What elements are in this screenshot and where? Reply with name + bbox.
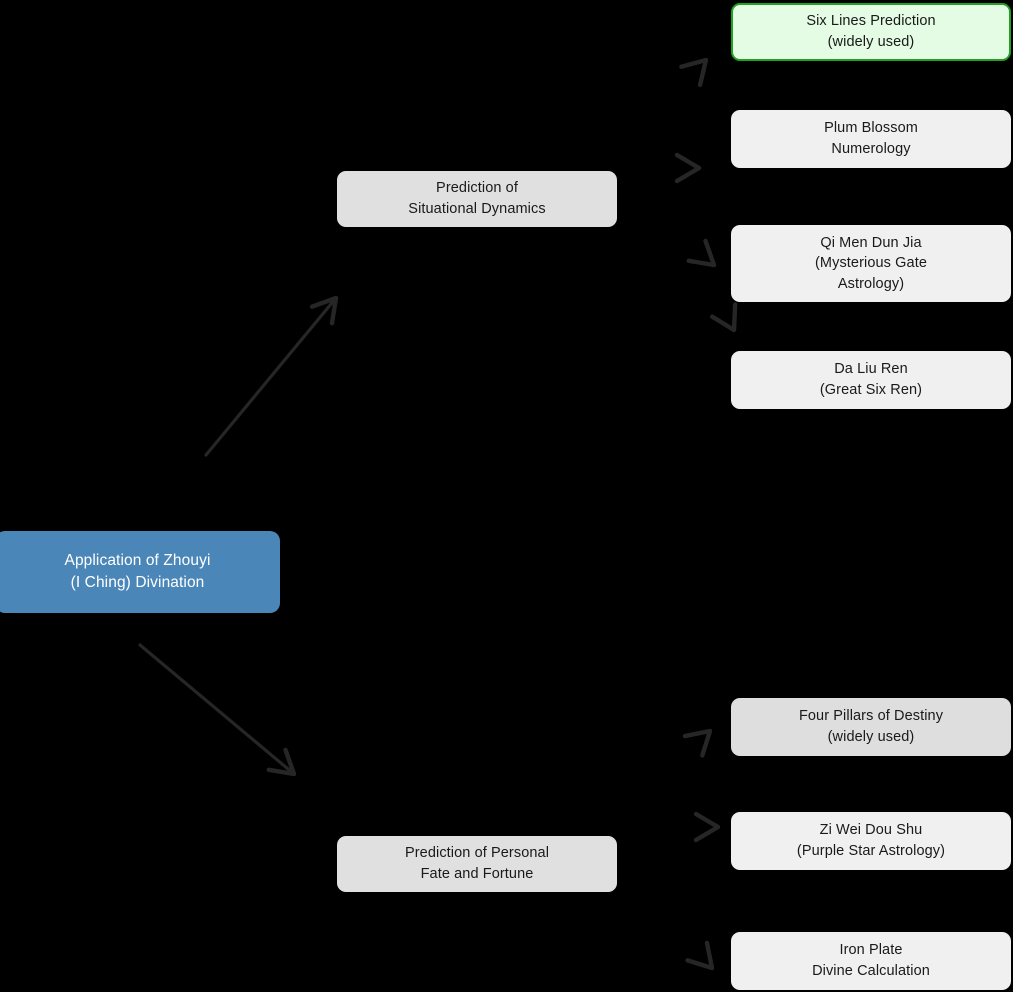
- arrowhead-qi-men-dun-jia: [686, 238, 717, 268]
- node-leaf-plum-blossom-numerology[interactable]: Plum Blossom Numerology: [731, 110, 1011, 168]
- node-label: Prediction of Situational Dynamics: [408, 180, 546, 217]
- connector-root-to-personal: [138, 643, 296, 776]
- connector-root-to-situational: [204, 296, 338, 457]
- node-label: Iron Plate Divine Calculation: [812, 942, 930, 979]
- arrowhead-root-to-situational: [309, 295, 339, 326]
- node-leaf-four-pillars-of-destiny-widely-used[interactable]: Four Pillars of Destiny (widely used): [731, 698, 1011, 756]
- node-label: Six Lines Prediction (widely used): [806, 13, 936, 50]
- node-leaf-six-lines-prediction-widely-used[interactable]: Six Lines Prediction (widely used): [731, 3, 1011, 61]
- node-branch-prediction-of-situational-dynamics[interactable]: Prediction of Situational Dynamics: [337, 171, 617, 227]
- arrowhead-da-liu-ren: [709, 302, 738, 333]
- node-leaf-zi-wei-dou-shu-purple-star-astrology[interactable]: Zi Wei Dou Shu (Purple Star Astrology): [731, 812, 1011, 870]
- node-label: Four Pillars of Destiny (widely used): [798, 708, 944, 745]
- arrowhead-root-to-personal: [266, 747, 297, 777]
- node-branch-prediction-of-personal-fate-and-fortune[interactable]: Prediction of Personal Fate and Fortune: [337, 836, 617, 892]
- node-label: Plum Blossom Numerology: [824, 120, 918, 157]
- node-root-application-of-zhouyi-i-ching-divination[interactable]: Application of Zhouyi (I Ching) Divinati…: [0, 531, 280, 613]
- arrowhead-four-pillars: [682, 728, 713, 758]
- node-label: Qi Men Dun Jia (Mysterious Gate Astrolog…: [815, 234, 927, 292]
- node-leaf-da-liu-ren-great-six-ren[interactable]: Da Liu Ren (Great Six Ren): [731, 351, 1011, 409]
- node-label: Da Liu Ren (Great Six Ren): [819, 361, 923, 398]
- arrowhead-plum-blossom: [674, 152, 702, 184]
- node-label: Zi Wei Dou Shu (Purple Star Astrology): [796, 822, 946, 859]
- arrowhead-zi-wei-dou-shu: [693, 811, 721, 843]
- node-leaf-qi-men-dun-jia-mysterious-gate-astrology[interactable]: Qi Men Dun Jia (Mysterious Gate Astrolog…: [731, 225, 1011, 302]
- node-leaf-iron-plate-divine-calculation[interactable]: Iron Plate Divine Calculation: [731, 932, 1011, 990]
- node-label: Prediction of Personal Fate and Fortune: [404, 845, 550, 882]
- arrowhead-iron-plate: [685, 940, 715, 971]
- node-label: Application of Zhouyi (I Ching) Divinati…: [64, 552, 211, 591]
- arrowhead-six-lines: [679, 57, 709, 88]
